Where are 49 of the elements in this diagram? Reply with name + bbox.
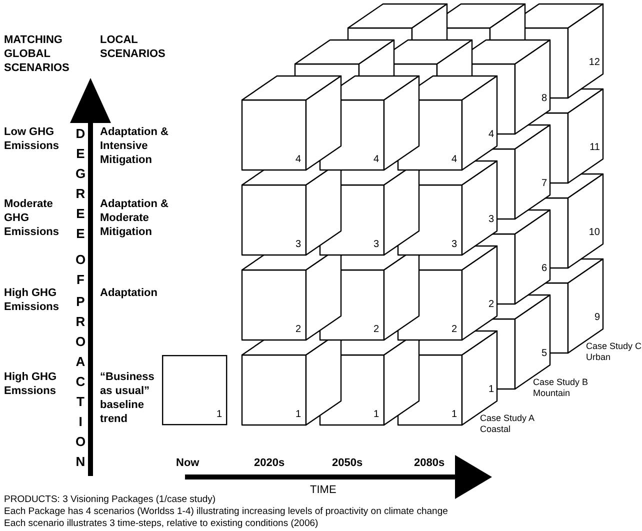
time-label: 2080s (414, 456, 446, 470)
scenario-label: Moderate GHG Emissions (4, 197, 60, 239)
column-heading: MATCHING GLOBAL SCENARIOS (4, 33, 70, 75)
cube-number: 1 (450, 409, 457, 421)
cube-number: 2 (372, 324, 379, 336)
footnote: Each Package has 4 scenarios (Worldss 1-4) illustrating increasing levels of proactivity on climate change (4, 506, 449, 518)
cube-number: 2 (294, 324, 301, 336)
scenario-label: High GHG Emssions (4, 370, 58, 398)
cube-number: 4 (487, 129, 494, 141)
case-study-label: Case Study B Mountain (533, 377, 590, 399)
cube-number: 9 (593, 312, 600, 324)
cube-number: 4 (294, 154, 301, 166)
cube-number: 4 (372, 154, 379, 166)
cube-number: 10 (588, 227, 600, 239)
footnote: Each scenario illustrates 3 time-steps, relative to existing conditions (2006) (4, 518, 320, 530)
cube-number: 3 (487, 214, 494, 226)
cube-number: 3 (450, 239, 457, 251)
case-study-label: Case Study A Coastal (480, 413, 536, 435)
axis-title: DEGREE (75, 125, 86, 243)
case-study-label: Case Study C Urban (586, 341, 642, 363)
footnote: PRODUCTS: 3 Visioning Packages (1/case study) (4, 494, 217, 506)
cube-number: 1 (215, 409, 222, 421)
cube-number: 1 (487, 384, 494, 396)
scenario-label: Adaptation & Intensive Mitigation (100, 125, 170, 167)
time-label: 2050s (332, 456, 364, 470)
cube-number: 3 (372, 239, 379, 251)
cube-number: 5 (540, 348, 547, 360)
axis-title: OF (75, 251, 86, 289)
cube-number: 8 (540, 93, 547, 105)
cube-number: 7 (540, 178, 547, 190)
axis-title: PROACTION (75, 293, 86, 471)
cube-number: 2 (487, 299, 494, 311)
axis-title: TIME (310, 483, 338, 497)
cube-number: 11 (588, 142, 600, 154)
scenario-label: High GHG Emissions (4, 286, 60, 314)
time-label: 2020s (254, 456, 286, 470)
cube-number: 6 (540, 263, 547, 275)
scenario-label: Low GHG Emissions (4, 125, 60, 153)
time-label: Now (176, 456, 200, 470)
cube-number: 12 (588, 57, 600, 69)
cube-number: 2 (450, 324, 457, 336)
scenario-label: Adaptation & Moderate Mitigation (100, 197, 170, 239)
cube-number: 3 (294, 239, 301, 251)
column-heading: LOCAL SCENARIOS (100, 33, 166, 61)
scenario-label: “Business as usual” baseline trend (100, 370, 156, 426)
scenario-label: Adaptation (100, 286, 158, 300)
cube-number: 1 (294, 409, 301, 421)
cube-number: 4 (450, 154, 457, 166)
cube-number: 1 (372, 409, 379, 421)
